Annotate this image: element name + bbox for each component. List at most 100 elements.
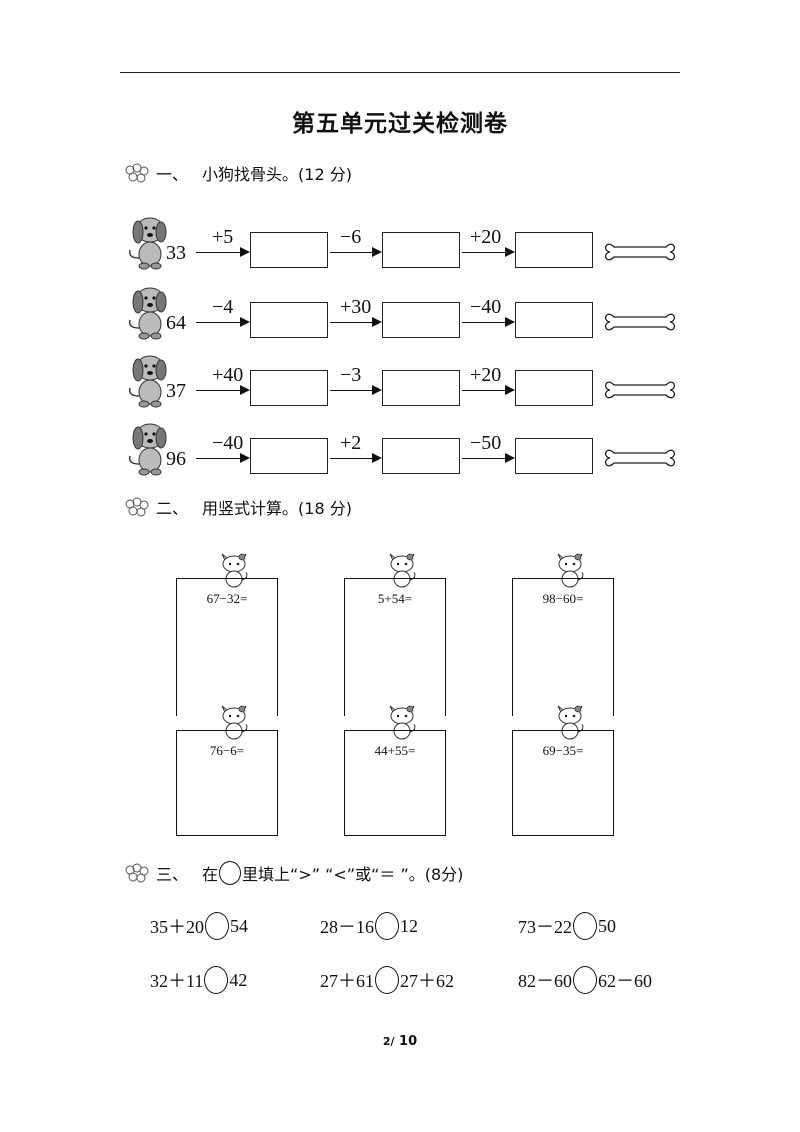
flower-icon — [125, 497, 149, 517]
operation-label: −40 — [212, 432, 244, 454]
page-total: 10 — [399, 1034, 418, 1049]
operation-label: −6 — [340, 226, 362, 248]
section-text: 用竖式计算。(18 分) — [202, 499, 352, 518]
header-rule — [120, 72, 680, 73]
page-number: 2/ 10 — [0, 1034, 800, 1049]
page-current: 2/ — [382, 1035, 395, 1048]
answer-box[interactable] — [515, 370, 593, 406]
answer-box[interactable] — [250, 438, 328, 474]
answer-box[interactable] — [250, 370, 328, 406]
start-number: 96 — [166, 448, 186, 470]
flower-icon — [125, 863, 149, 883]
compare-left: 82－60 — [518, 971, 572, 991]
compare-right: 62－60 — [598, 971, 652, 991]
compare-item: 28－16 12 — [320, 912, 418, 940]
compare-left: 28－16 — [320, 917, 374, 937]
compare-right: 54 — [230, 915, 248, 936]
compare-right: 27＋62 — [400, 971, 454, 991]
cat-icon — [557, 705, 584, 740]
start-number: 33 — [166, 242, 186, 264]
page-title: 第五单元过关检测卷 — [292, 111, 508, 137]
compare-circle[interactable] — [375, 966, 399, 994]
compare-circle[interactable] — [375, 912, 399, 940]
operation-label: −50 — [470, 432, 502, 454]
vertical-calc-box[interactable]: 76−6= — [176, 730, 278, 836]
section-number: 二、 — [156, 499, 189, 518]
cat-icon — [221, 705, 248, 740]
arrow — [462, 247, 515, 257]
compare-left: 32＋11 — [150, 971, 204, 991]
cat-icon — [221, 553, 248, 588]
section-text-after: 里填上“>” “<”或“＝ ”。(8分) — [242, 865, 464, 884]
section-text: 小狗找骨头。(12 分) — [202, 165, 352, 184]
dog-icon — [129, 287, 167, 340]
operation-label: +30 — [340, 296, 372, 318]
answer-box[interactable] — [515, 232, 593, 268]
answer-box[interactable] — [250, 302, 328, 338]
vertical-calc-box[interactable]: 69−35= — [512, 730, 614, 836]
compare-item: 32＋11 42 — [150, 966, 247, 994]
operation-label: −3 — [340, 364, 362, 386]
section-number: 一、 — [156, 165, 189, 184]
arrow — [196, 317, 250, 327]
calc-problem: 44+55= — [374, 743, 416, 758]
calc-problem: 5+54= — [377, 591, 413, 606]
bone-icon — [605, 313, 675, 331]
section-1-heading: 一、 小狗找骨头。(12 分) — [122, 160, 352, 186]
answer-box[interactable] — [515, 302, 593, 338]
calc-problem: 67−32= — [206, 591, 248, 606]
arrow — [330, 453, 382, 463]
cat-icon — [389, 553, 416, 588]
compare-right: 50 — [598, 915, 616, 936]
section-text-before: 在 — [202, 865, 219, 884]
answer-box[interactable] — [382, 302, 460, 338]
operation-label: +5 — [212, 226, 234, 248]
cat-icon — [389, 705, 416, 740]
dog-icon — [129, 423, 167, 476]
arrow — [462, 317, 515, 327]
section-number: 三、 — [156, 865, 189, 884]
answer-box[interactable] — [382, 438, 460, 474]
operation-label: +40 — [212, 364, 244, 386]
arrow — [330, 247, 382, 257]
calc-problem: 69−35= — [542, 743, 584, 758]
operation-label: −40 — [470, 296, 502, 318]
bone-icon — [605, 243, 675, 261]
compare-circle[interactable] — [205, 912, 229, 940]
compare-circle[interactable] — [573, 912, 597, 940]
compare-right: 12 — [400, 915, 418, 936]
vertical-calc-box[interactable]: 5+54= — [344, 578, 446, 716]
bone-icon — [605, 381, 675, 399]
answer-box[interactable] — [250, 232, 328, 268]
arrow — [330, 317, 382, 327]
dog-icon — [129, 217, 167, 270]
operation-label: +2 — [340, 432, 362, 454]
start-number: 37 — [166, 380, 186, 402]
answer-box[interactable] — [382, 370, 460, 406]
compare-right: 42 — [229, 969, 248, 990]
flower-icon — [125, 163, 149, 183]
compare-left: 27＋61 — [320, 971, 374, 991]
calc-problem: 98−60= — [542, 591, 584, 606]
vertical-calc-box[interactable]: 44+55= — [344, 730, 446, 836]
arrow — [462, 453, 515, 463]
calc-problem: 76−6= — [209, 743, 245, 758]
bone-icon — [605, 449, 675, 467]
operation-label: −4 — [212, 296, 234, 318]
compare-circle[interactable] — [573, 966, 597, 994]
compare-circle[interactable] — [204, 966, 229, 994]
vertical-calc-box[interactable]: 67−32= — [176, 578, 278, 716]
vertical-calc-box[interactable]: 98−60= — [512, 578, 614, 716]
compare-item: 27＋61 27＋62 — [320, 966, 454, 994]
operation-label: +20 — [470, 364, 502, 386]
arrow — [462, 385, 515, 395]
arrow — [196, 453, 250, 463]
answer-box[interactable] — [515, 438, 593, 474]
circle-icon — [219, 861, 242, 885]
cat-icon — [557, 553, 584, 588]
arrow — [196, 247, 250, 257]
dog-icon — [129, 355, 167, 408]
answer-box[interactable] — [382, 232, 460, 268]
